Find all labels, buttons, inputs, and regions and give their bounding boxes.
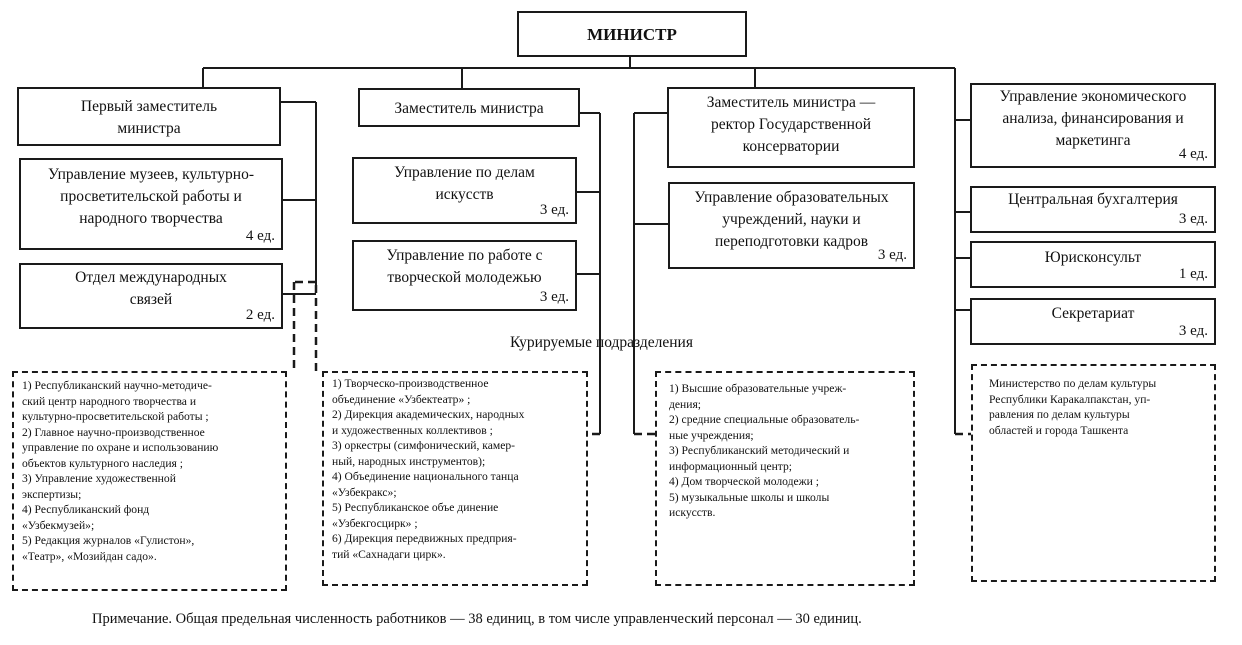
legal-count: 1 ед. [1178,266,1208,282]
economics-dept-name: Управление экономического анализа, финан… [999,88,1187,149]
education-dept-name: Управление образовательных учреждений, н… [694,189,889,250]
minister-title: МИНИСТР [587,25,677,44]
deputy-box: Заместитель министра [358,88,580,127]
supervised-list-2: 1) Творческо-производственное объединени… [332,377,525,561]
footnote: Примечание. Общая предельная численность… [92,611,862,627]
supervised-list-3: 1) Высшие образовательные учреж- дения; … [669,382,860,519]
secretariat-name: Секретариат [1051,305,1135,322]
education-dept-count: 3 ед. [877,247,907,263]
minister-box: МИНИСТР [517,11,747,57]
intl-dept-name: Отдел международных связей [75,269,227,308]
youth-dept-count: 3 ед. [539,289,569,305]
youth-dept-box: Управление по работе с творческой молоде… [352,240,577,311]
arts-dept-count: 3 ед. [539,202,569,218]
youth-dept-name: Управление по работе с творческой молоде… [386,247,543,286]
accounting-box: Центральная бухгалтерия 3 ед. [970,186,1216,233]
museums-dept-name: Управление музеев, культурно- просветите… [48,166,254,227]
supervised-list-4: Министерство по делам культуры Республик… [989,377,1157,437]
legal-box: Юрисконсульт 1 ед. [970,241,1216,288]
secretariat-box: Секретариат 3 ед. [970,298,1216,345]
intl-dept-box: Отдел международных связей 2 ед. [19,263,283,329]
supervised-box-1: 1) Республиканский научно-методиче- ский… [12,371,287,591]
deputy-rector-title: Заместитель министра — ректор Государств… [706,94,876,155]
supervised-box-3: 1) Высшие образовательные учреж- дения; … [655,371,915,586]
accounting-name: Центральная бухгалтерия [1008,191,1178,208]
accounting-count: 3 ед. [1178,211,1208,227]
arts-dept-box: Управление по делам искусств 3 ед. [352,157,577,224]
intl-dept-count: 2 ед. [245,307,275,323]
supervised-box-2: 1) Творческо-производственное объединени… [322,371,588,586]
museums-dept-count: 4 ед. [245,228,275,244]
supervised-box-4: Министерство по делам культуры Республик… [971,364,1216,582]
economics-dept-count: 4 ед. [1178,146,1208,162]
arts-dept-name: Управление по делам искусств [394,164,535,203]
first-deputy-box: Первый заместитель министра [17,87,281,146]
deputy-rector-box: Заместитель министра — ректор Государств… [667,87,915,168]
supervised-label: Курируемые подразделения [510,334,693,351]
museums-dept-box: Управление музеев, культурно- просветите… [19,158,283,250]
first-deputy-title: Первый заместитель министра [80,98,218,137]
supervised-list-1: 1) Республиканский научно-методиче- ский… [22,379,219,563]
economics-dept-box: Управление экономического анализа, финан… [970,83,1216,168]
legal-name: Юрисконсульт [1044,249,1142,266]
secretariat-count: 3 ед. [1178,323,1208,339]
education-dept-box: Управление образовательных учреждений, н… [668,182,915,269]
deputy-title: Заместитель министра [394,100,544,117]
